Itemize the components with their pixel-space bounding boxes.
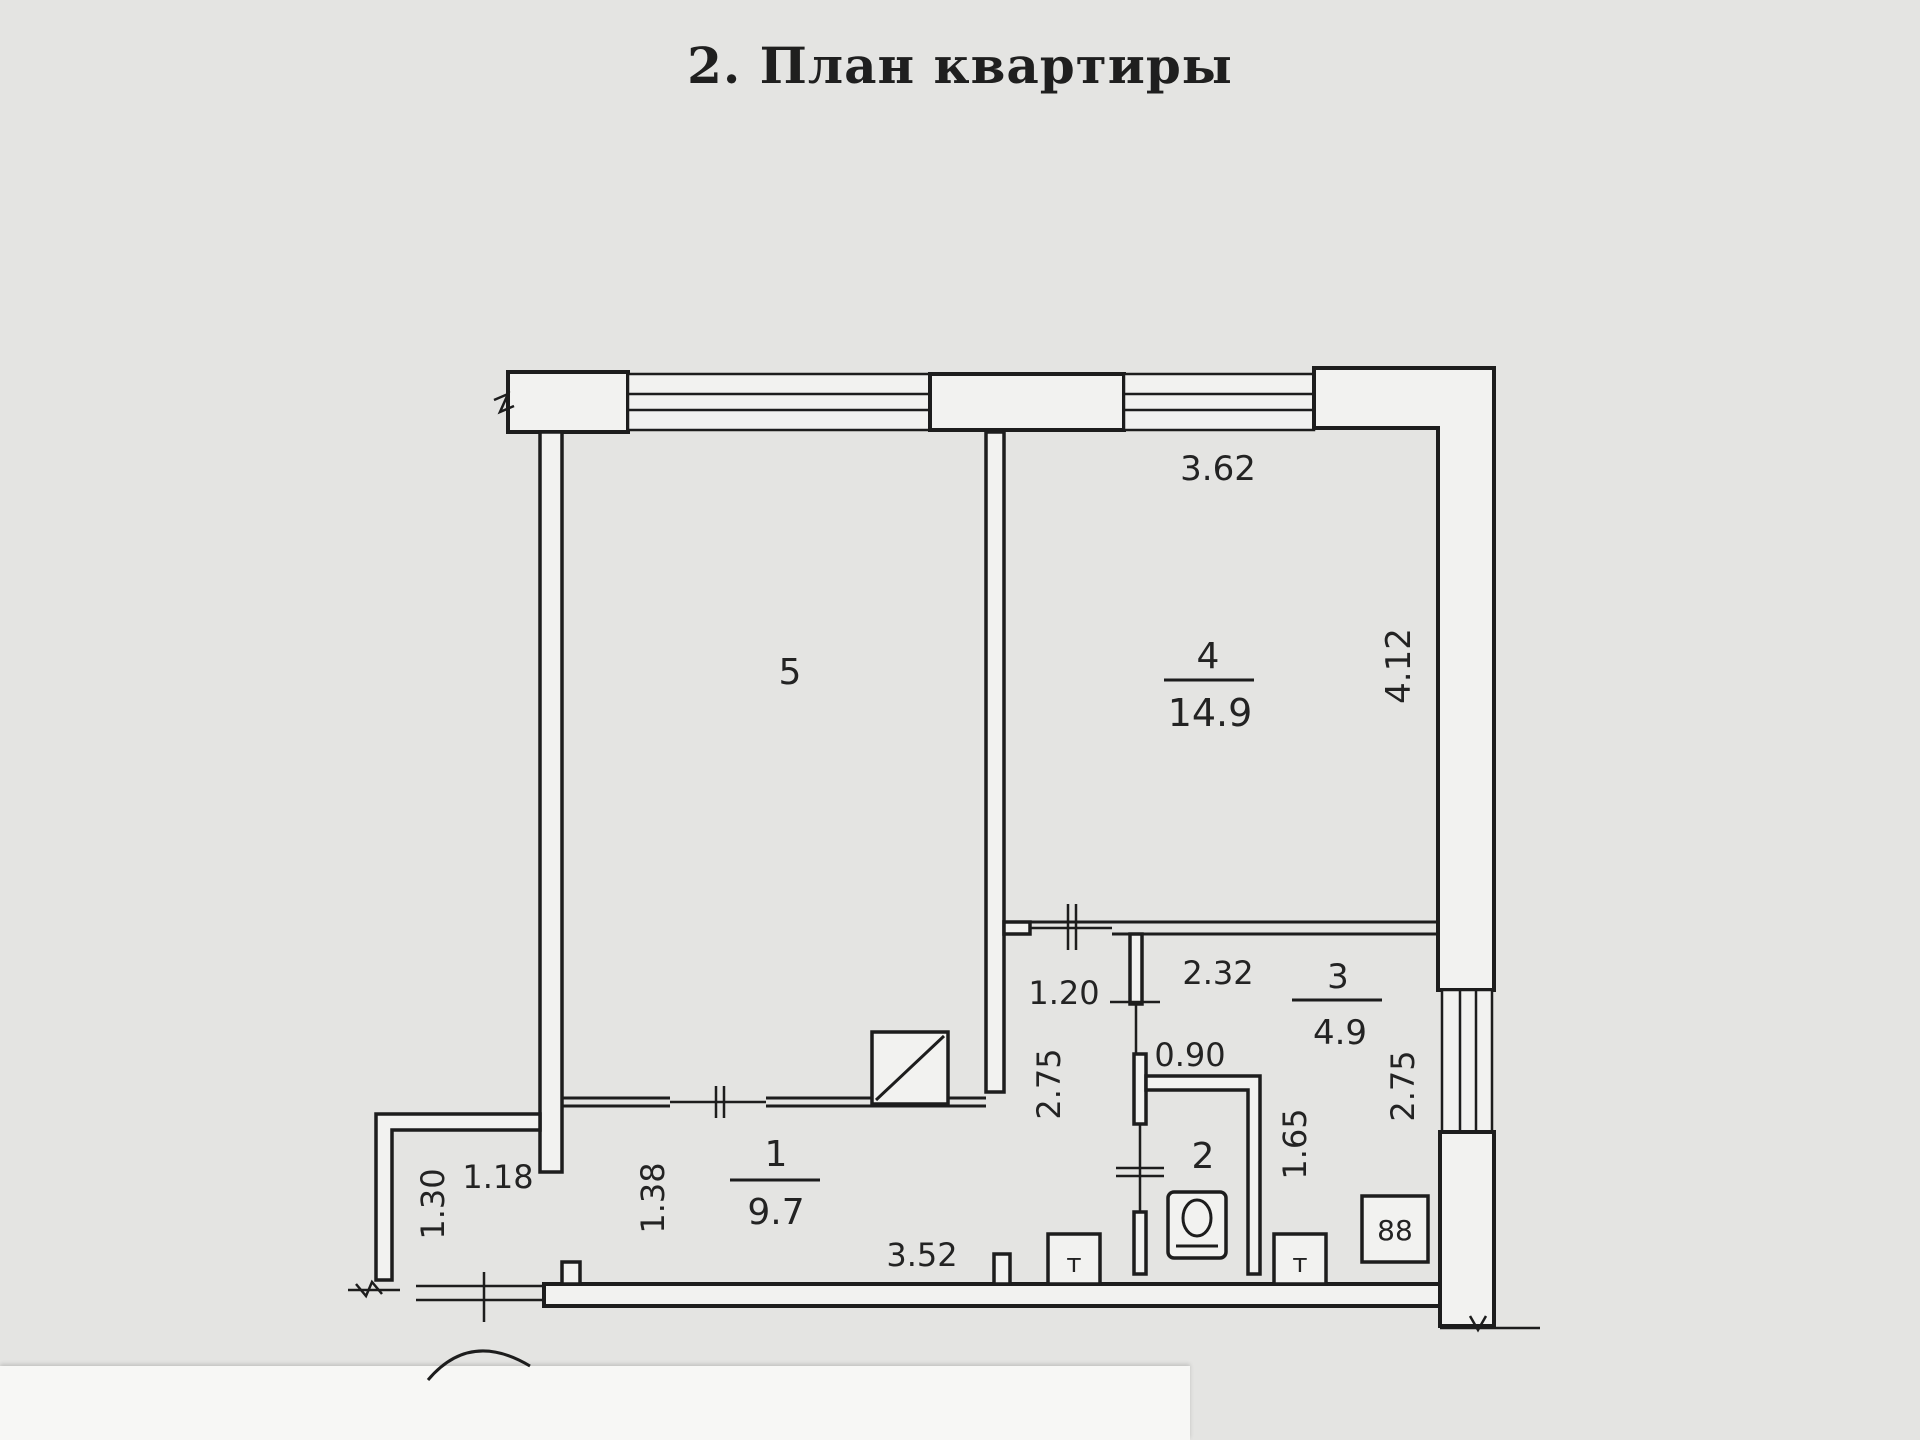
dim-corridor-length: 2.75 [1030, 1048, 1068, 1119]
grid-axis-marker [426, 1349, 531, 1381]
dim-room4-length: 4.12 [1379, 628, 1419, 704]
partition-corridor-kitchen-top [1128, 932, 1144, 1006]
room-1-label: 1 9.7 [730, 1134, 820, 1233]
wall-break-mark-bottom-left [348, 1279, 400, 1299]
bath-walls [1144, 1074, 1262, 1276]
ventilation-shaft [870, 1030, 950, 1106]
door-kitchen [1110, 1000, 1160, 1054]
stove-label: 88 [1377, 1214, 1413, 1247]
room-4-number: 4 [1197, 636, 1220, 677]
entrance-door [416, 1272, 544, 1322]
wall-break-mark-top [493, 372, 515, 432]
door-room5 [670, 1086, 766, 1118]
room-2-number: 2 [1192, 1136, 1215, 1177]
counter-kitchen: т [1272, 1232, 1328, 1286]
room-4-area: 14.9 [1168, 691, 1253, 735]
stove-icon: 88 [1360, 1194, 1430, 1264]
room-3-area: 4.9 [1313, 1013, 1367, 1053]
hall-pier-small-right [992, 1252, 1012, 1286]
window-top-left [626, 372, 932, 432]
partition-bath-left-bottom [1132, 1210, 1148, 1276]
partition-left-room5 [538, 430, 564, 1174]
door-bath [1116, 1124, 1164, 1212]
partition-room5-room4 [984, 430, 1006, 1094]
dim-hall-length: 3.52 [886, 1236, 957, 1274]
entry-nook-wall [374, 1112, 542, 1282]
dim-room3-length: 2.75 [1384, 1050, 1422, 1121]
wall-break-mark-bottom-right [1440, 1315, 1540, 1333]
dim-bath-length: 1.65 [1276, 1108, 1314, 1179]
door-room4 [1030, 904, 1112, 950]
dim-room4-width: 3.62 [1180, 449, 1256, 489]
room-4-label: 4 14.9 [1164, 636, 1254, 735]
dim-bath-width: 0.90 [1154, 1036, 1225, 1074]
hall-pier-small-left [560, 1260, 582, 1286]
window-right [1440, 988, 1494, 1134]
top-wall-pier-left [506, 370, 630, 434]
right-outer-wall-upper [1312, 366, 1496, 992]
dim-entry-width: 1.18 [462, 1158, 533, 1196]
counter-kitchen-label: т [1292, 1249, 1307, 1279]
counter-hall-label: т [1066, 1249, 1081, 1279]
room-1-number: 1 [765, 1134, 788, 1175]
dim-room3-width: 2.32 [1182, 954, 1253, 992]
dim-hall-width: 1.38 [634, 1162, 672, 1233]
right-outer-wall-lower [1438, 1130, 1496, 1328]
dim-corridor-width: 1.20 [1028, 974, 1099, 1012]
top-wall-pier-middle [928, 372, 1126, 432]
partition-bath-left-top [1132, 1052, 1148, 1126]
room-3-number: 3 [1327, 957, 1349, 997]
counter-hall: т [1046, 1232, 1102, 1286]
room-5-number: 5 [779, 652, 802, 693]
bottom-outer-wall [542, 1282, 1442, 1308]
toilet-icon [1166, 1190, 1228, 1260]
dim-entry-length: 1.30 [414, 1168, 452, 1239]
window-top-right [1122, 372, 1316, 432]
page-title: 2. План квартиры [687, 36, 1233, 95]
room-3-label: 3 4.9 [1292, 957, 1382, 1053]
paper-sheet-edge [0, 1366, 1190, 1440]
room-1-area: 9.7 [747, 1192, 804, 1233]
